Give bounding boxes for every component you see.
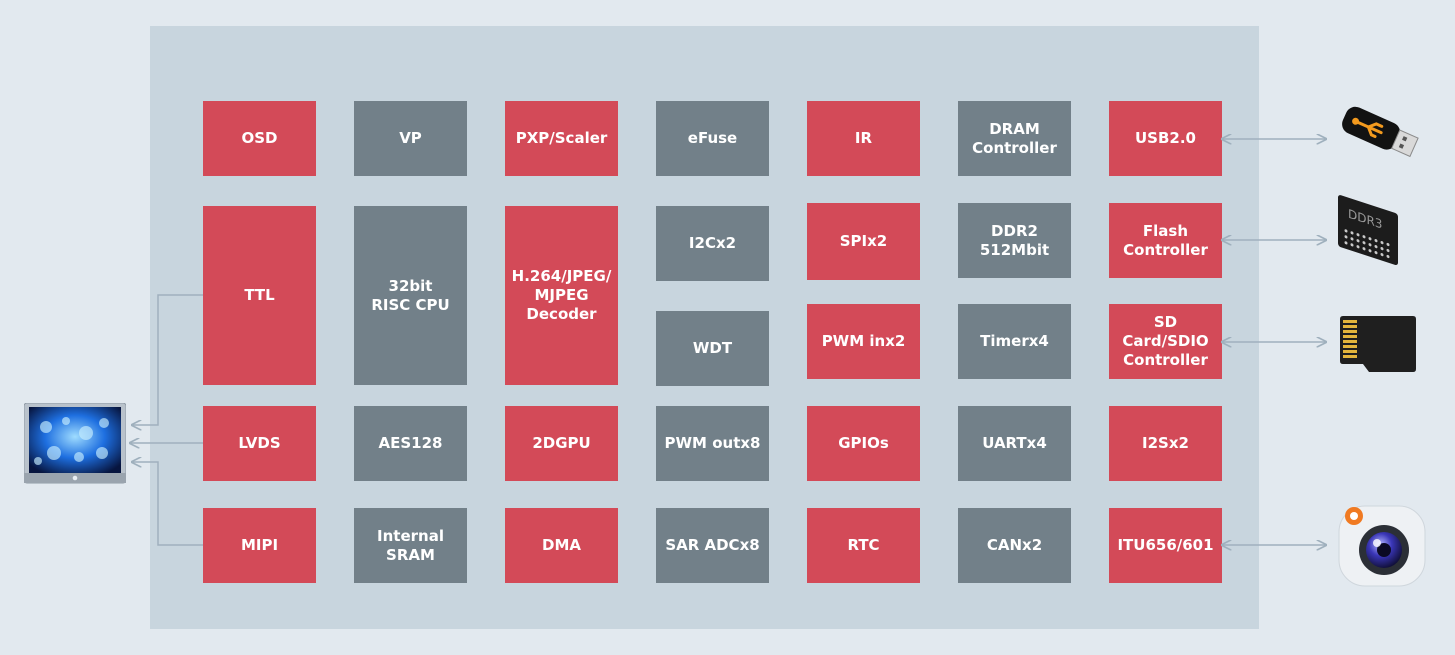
block-ir: IR bbox=[807, 101, 920, 176]
block-mipi: MIPI bbox=[203, 508, 316, 583]
block-wdt: WDT bbox=[656, 311, 769, 386]
block-adc: SAR ADCx8 bbox=[656, 508, 769, 583]
block-rtc: RTC bbox=[807, 508, 920, 583]
block-dram-controller: DRAM Controller bbox=[958, 101, 1071, 176]
block-ddr2: DDR2 512Mbit bbox=[958, 203, 1071, 278]
block-lvds: LVDS bbox=[203, 406, 316, 481]
block-aes: AES128 bbox=[354, 406, 467, 481]
ddr-chip-icon: DDR3 bbox=[1338, 195, 1398, 265]
usb-drive-icon bbox=[1342, 106, 1419, 158]
block-can: CANx2 bbox=[958, 508, 1071, 583]
block-pxp-scaler: PXP/Scaler bbox=[505, 101, 618, 176]
block-flash-controller: Flash Controller bbox=[1109, 203, 1222, 278]
block-vp: VP bbox=[354, 101, 467, 176]
block-pwm-in: PWM inx2 bbox=[807, 304, 920, 379]
block-i2s: I2Sx2 bbox=[1109, 406, 1222, 481]
block-dma: DMA bbox=[505, 508, 618, 583]
block-osd: OSD bbox=[203, 101, 316, 176]
ttl-connector bbox=[132, 294, 203, 425]
block-itu: ITU656/601 bbox=[1109, 508, 1222, 583]
block-spi: SPIx2 bbox=[807, 203, 920, 280]
block-decoder: H.264/JPEG/ MJPEG Decoder bbox=[505, 206, 618, 385]
block-sd-controller: SD Card/SDIO Controller bbox=[1109, 304, 1222, 379]
block-uart: UARTx4 bbox=[958, 406, 1071, 481]
block-timer: Timerx4 bbox=[958, 304, 1071, 379]
block-gpio: GPIOs bbox=[807, 406, 920, 481]
block-pwm-out: PWM outx8 bbox=[656, 406, 769, 481]
block-usb: USB2.0 bbox=[1109, 101, 1222, 176]
block-cpu: 32bit RISC CPU bbox=[354, 206, 467, 385]
block-gpu: 2DGPU bbox=[505, 406, 618, 481]
block-efuse: eFuse bbox=[656, 101, 769, 176]
monitor-icon bbox=[24, 403, 126, 484]
camera-icon bbox=[1338, 505, 1426, 587]
sd-card-icon bbox=[1340, 316, 1416, 372]
mipi-connector bbox=[132, 462, 203, 546]
block-ttl: TTL bbox=[203, 206, 316, 385]
block-sram: Internal SRAM bbox=[354, 508, 467, 583]
block-i2c: I2Cx2 bbox=[656, 206, 769, 281]
